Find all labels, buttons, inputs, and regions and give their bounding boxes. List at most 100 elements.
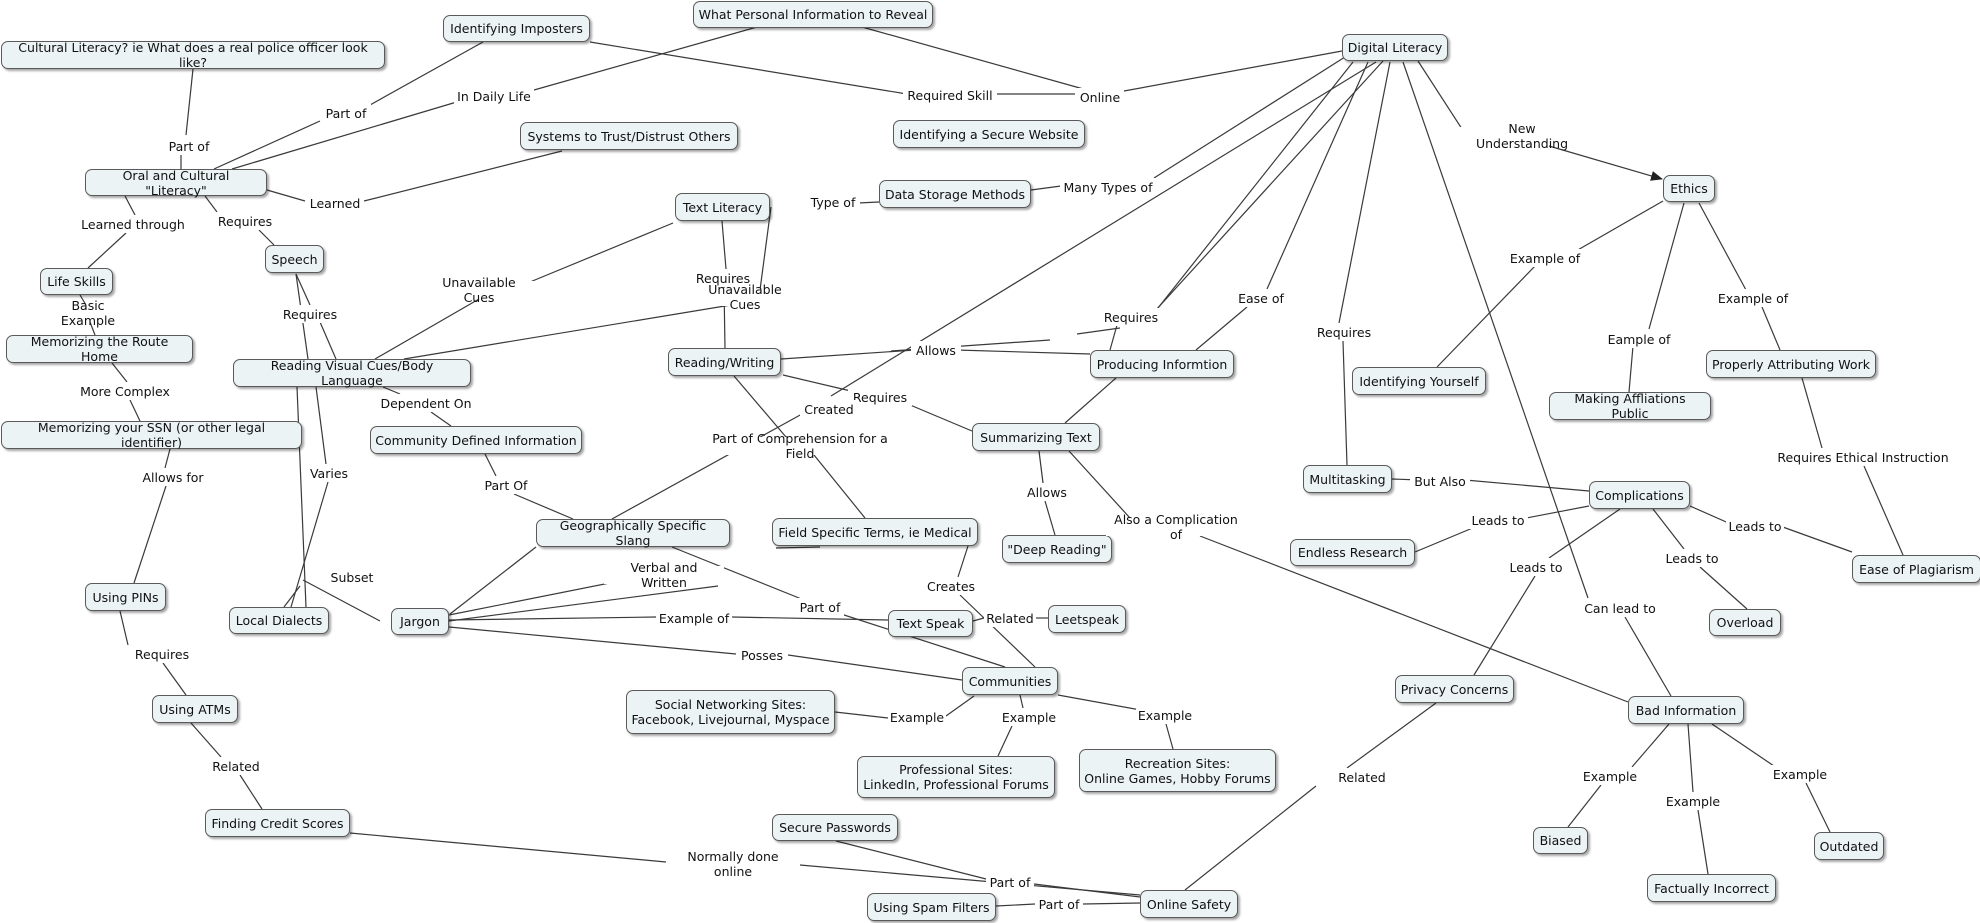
node-endless-research[interactable]: Endless Research: [1290, 539, 1415, 566]
connector-line: [813, 454, 866, 519]
connector-line: [213, 120, 321, 170]
node-deep-reading[interactable]: "Deep Reading": [1002, 535, 1112, 563]
link-requires-4: Requires: [1101, 308, 1161, 326]
node-reading-writing[interactable]: Reading/Writing: [668, 348, 781, 376]
connector-line: [382, 386, 401, 395]
connector-line: [997, 725, 1013, 757]
connector-line: [231, 100, 461, 170]
node-reading-visual-cues[interactable]: Reading Visual Cues/Body Language: [233, 358, 471, 388]
node-factually-incorrect[interactable]: Factually Incorrect: [1647, 874, 1776, 902]
link-part-of-6: Part of: [1035, 895, 1083, 913]
connector-line: [835, 840, 995, 882]
link-requires-3: Requires: [692, 269, 754, 287]
connector-line: [834, 711, 889, 719]
node-systems-to-trust[interactable]: Systems to Trust/Distrust Others: [520, 122, 738, 150]
connector-line: [1038, 450, 1044, 484]
node-producing-information[interactable]: Producing Informtion: [1090, 350, 1234, 378]
node-bad-information[interactable]: Bad Information: [1628, 696, 1744, 724]
node-ease-of-plagiarism[interactable]: Ease of Plagiarism: [1852, 555, 1980, 583]
connector-line: [266, 189, 306, 202]
connector-line: [162, 662, 187, 696]
connector-line: [1863, 465, 1904, 556]
node-biased[interactable]: Biased: [1533, 827, 1588, 854]
connector-line: [787, 654, 963, 681]
node-speech[interactable]: Speech: [265, 245, 324, 273]
node-finding-credit-scores[interactable]: Finding Credit Scores: [205, 809, 350, 837]
node-making-affiliations-public[interactable]: Making Affliations Public: [1549, 391, 1711, 421]
link-created: Created: [800, 400, 858, 418]
node-complications[interactable]: Complications: [1589, 481, 1690, 509]
node-geographically-specific-slang[interactable]: Geographically Specific Slang: [536, 518, 730, 548]
node-cultural-literacy[interactable]: Cultural Literacy? ie What does a real p…: [1, 40, 385, 70]
node-communities[interactable]: Communities: [962, 667, 1058, 695]
node-text-speak[interactable]: Text Speak: [888, 610, 973, 637]
connector-line: [484, 453, 497, 477]
node-outdated[interactable]: Outdated: [1814, 832, 1884, 860]
node-ethics[interactable]: Ethics: [1663, 175, 1715, 202]
node-recreation-sites[interactable]: Recreation Sites: Online Games, Hobby Fo…: [1079, 749, 1276, 792]
connector-line: [1801, 377, 1823, 449]
node-secure-passwords[interactable]: Secure Passwords: [772, 814, 898, 841]
link-subset: Subset: [328, 568, 376, 586]
node-local-dialects[interactable]: Local Dialects: [229, 607, 329, 634]
link-example-of-3: Example of: [656, 609, 732, 627]
node-data-storage-methods[interactable]: Data Storage Methods: [879, 180, 1031, 208]
node-jargon[interactable]: Jargon: [391, 608, 449, 635]
connector-line: [1805, 782, 1831, 833]
connector-line: [1019, 694, 1024, 709]
connector-line: [164, 448, 171, 469]
node-text-literacy[interactable]: Text Literacy: [675, 193, 770, 221]
node-life-skills[interactable]: Life Skills: [40, 268, 113, 295]
connector-line: [448, 626, 737, 655]
node-oral-cultural-literacy[interactable]: Oral and Cultural "Literacy": [85, 168, 267, 198]
connector-line: [290, 481, 329, 608]
node-field-specific-terms[interactable]: Field Specific Terms, ie Medical: [772, 518, 978, 546]
node-community-defined-information[interactable]: Community Defined Information: [370, 426, 582, 454]
node-online-safety[interactable]: Online Safety: [1140, 890, 1238, 918]
connector-line: [1342, 340, 1348, 466]
link-more-complex: More Complex: [78, 382, 172, 400]
connector-line: [1064, 377, 1117, 424]
connector-line: [1157, 61, 1354, 309]
link-learned-through: Learned through: [79, 215, 187, 233]
node-summarizing-text[interactable]: Summarizing Text: [972, 423, 1100, 451]
connector-line: [1689, 505, 1734, 526]
connector-line: [349, 832, 667, 863]
connector-line: [296, 386, 307, 608]
connector-line: [190, 722, 222, 758]
node-overload[interactable]: Overload: [1709, 609, 1781, 636]
connector-line: [124, 195, 136, 216]
link-part-of-3: Part Of: [480, 476, 532, 494]
connector-line: [840, 613, 1006, 668]
link-normally-done-online: Normally done online: [666, 849, 800, 879]
connector-line: [955, 349, 1091, 355]
node-using-pins[interactable]: Using PINs: [85, 583, 166, 611]
node-identifying-secure-website[interactable]: Identifying a Secure Website: [893, 120, 1085, 148]
connector-line: [589, 41, 908, 95]
link-online: Online: [1076, 88, 1124, 106]
node-memorizing-ssn[interactable]: Memorizing your SSN (or other legal iden…: [1, 420, 302, 450]
connector-line: [1109, 324, 1118, 351]
link-unavailable-cues-2: Unavailable Cues: [689, 282, 801, 312]
node-professional-sites[interactable]: Professional Sites: LinkedIn, Profession…: [857, 756, 1055, 798]
node-leetspeak[interactable]: Leetspeak: [1048, 605, 1126, 633]
node-identifying-imposters[interactable]: Identifying Imposters: [443, 15, 590, 42]
node-social-networking-sites[interactable]: Social Networking Sites: Facebook, Livej…: [626, 690, 835, 734]
connector-line: [1414, 526, 1476, 553]
node-what-personal-information[interactable]: What Personal Information to Reveal: [693, 1, 933, 28]
link-allows-2: Allows: [1020, 483, 1074, 501]
node-identifying-yourself[interactable]: Identifying Yourself: [1352, 367, 1486, 395]
link-requires-1: Requires: [215, 212, 275, 230]
connector-line: [1648, 202, 1685, 330]
node-digital-literacy[interactable]: Digital Literacy: [1342, 34, 1448, 61]
connector-line: [533, 26, 758, 91]
node-multitasking[interactable]: Multitasking: [1303, 465, 1392, 493]
node-privacy-concerns[interactable]: Privacy Concerns: [1395, 675, 1514, 703]
node-using-spam-filters[interactable]: Using Spam Filters: [867, 893, 996, 921]
node-properly-attributing-work[interactable]: Properly Attributing Work: [1706, 350, 1876, 378]
connector-line: [957, 545, 969, 578]
connector-line: [721, 220, 727, 270]
node-using-atms[interactable]: Using ATMs: [152, 695, 238, 723]
node-memorizing-route-home[interactable]: Memorizing the Route Home: [6, 334, 193, 364]
connector-line: [1575, 200, 1664, 252]
